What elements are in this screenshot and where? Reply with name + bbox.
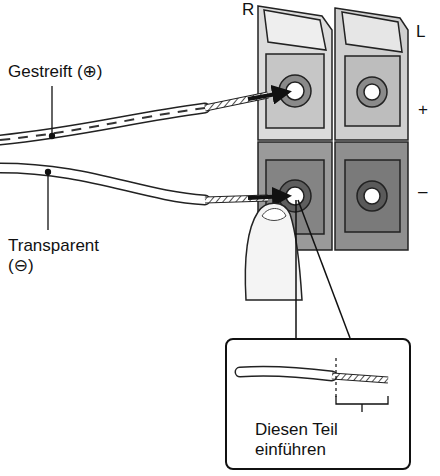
leader-line xyxy=(46,86,55,230)
polarity-label: – xyxy=(418,182,427,202)
stripped-wire-detail xyxy=(240,358,388,412)
terminal-block xyxy=(258,6,408,250)
channel-label: R xyxy=(242,0,254,20)
wire-label: Transparent (⊖) xyxy=(8,236,118,276)
channel-label: L xyxy=(416,22,425,42)
instruction-text: Diesen Teil einführen xyxy=(255,420,375,460)
callout-leader xyxy=(296,200,350,338)
speaker-cable xyxy=(0,92,288,200)
wire-label: Gestreift (⊕) xyxy=(8,62,103,82)
polarity-label: + xyxy=(418,100,428,120)
finger xyxy=(245,203,302,300)
finger-nail xyxy=(262,209,286,221)
callout-box: Diesen Teil einführen xyxy=(225,338,411,470)
